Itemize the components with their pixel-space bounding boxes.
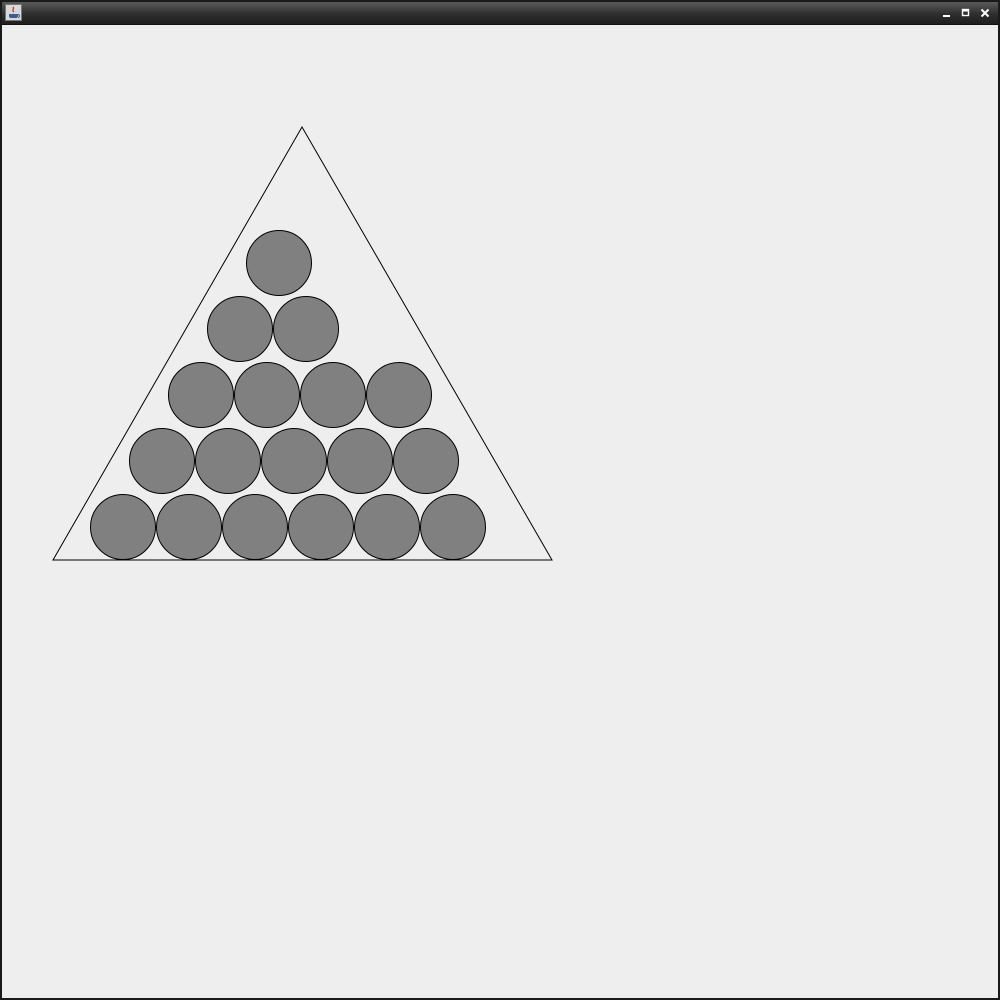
balls-group xyxy=(90,230,486,560)
ball-r3-c2 xyxy=(234,362,300,428)
drawing-canvas xyxy=(52,125,553,561)
triangle-outline xyxy=(52,125,553,561)
ball-r1-c1 xyxy=(246,230,312,296)
ball-r4-c3 xyxy=(261,428,327,494)
maximize-icon xyxy=(961,8,970,17)
ball-r2-c1 xyxy=(207,296,273,362)
ball-r3-c3 xyxy=(300,362,366,428)
ball-r4-c1 xyxy=(129,428,195,494)
maximize-button[interactable] xyxy=(959,5,973,21)
java-app-icon[interactable] xyxy=(5,4,22,21)
ball-r5-c1 xyxy=(90,494,156,560)
ball-r5-c3 xyxy=(222,494,288,560)
ball-r2-c2 xyxy=(273,296,339,362)
minimize-icon xyxy=(943,15,950,17)
ball-r5-c6 xyxy=(420,494,486,560)
ball-r4-c2 xyxy=(195,428,261,494)
ball-r3-c1 xyxy=(168,362,234,428)
ball-r5-c2 xyxy=(156,494,222,560)
minimize-button[interactable] xyxy=(940,5,954,21)
close-icon xyxy=(980,8,990,18)
close-button[interactable] xyxy=(978,5,992,21)
ball-r5-c4 xyxy=(288,494,354,560)
ball-r4-c4 xyxy=(327,428,393,494)
title-bar[interactable] xyxy=(2,2,998,25)
window-controls xyxy=(940,5,992,21)
ball-r3-c4 xyxy=(366,362,432,428)
ball-r4-c5 xyxy=(393,428,459,494)
ball-r5-c5 xyxy=(354,494,420,560)
content-panel xyxy=(2,25,998,998)
